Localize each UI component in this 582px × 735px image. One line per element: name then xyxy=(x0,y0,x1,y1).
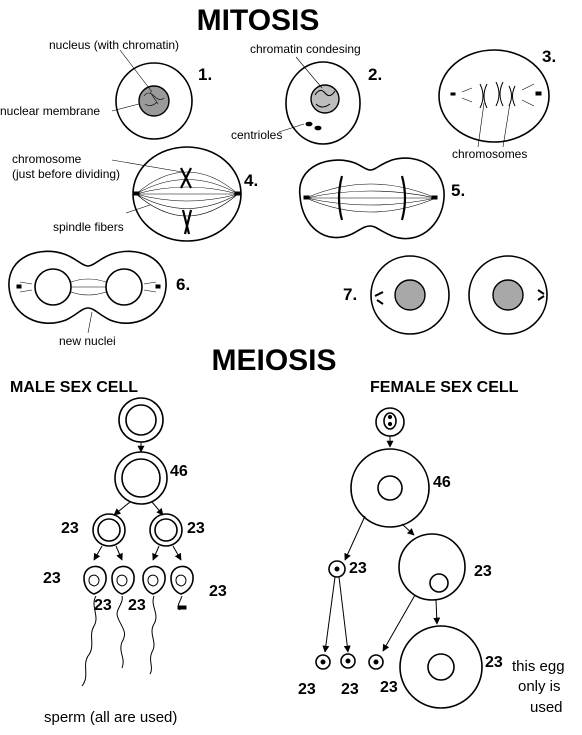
female-46-cell xyxy=(350,448,430,528)
spermatid xyxy=(111,565,135,669)
nucleus xyxy=(310,84,340,114)
chromosome-pointer xyxy=(502,102,511,148)
dividing-chromosomes xyxy=(180,167,193,235)
centrioles xyxy=(374,289,545,305)
chromatin xyxy=(143,91,165,106)
male-heading: MALE SEX CELL xyxy=(10,379,138,396)
female-23-cell xyxy=(398,533,466,601)
new-nucleus xyxy=(105,268,143,306)
step-number: 5. xyxy=(451,181,465,200)
chromosome-pointer xyxy=(477,102,485,148)
nucleus xyxy=(394,279,426,311)
chromatin-pointer xyxy=(295,56,323,89)
mitosis-step-4: 4. chromosome (just before dividing) spi… xyxy=(12,146,258,242)
egg-cell xyxy=(399,625,483,709)
female-heading: FEMALE SEX CELL xyxy=(370,379,519,396)
egg-note-line1: this egg xyxy=(512,658,565,675)
male-46-cell xyxy=(114,451,168,505)
cell-body xyxy=(115,62,193,140)
mitosis-step-7: 7. xyxy=(343,255,548,335)
egg-note-line3: used xyxy=(530,699,563,716)
mitosis-step-5: 5. xyxy=(299,157,465,240)
nucleus xyxy=(138,85,170,117)
label-chromosome: chromosome xyxy=(12,152,82,166)
centriole xyxy=(305,121,313,127)
female-count-23: 23 xyxy=(341,681,359,698)
chromosome-pointer xyxy=(111,159,183,173)
label-nuclear-membrane: nuclear membrane xyxy=(0,104,100,118)
mitosis-step-2: 2. chromatin condesing centrioles xyxy=(231,42,382,145)
mitosis-title: MITOSIS xyxy=(197,4,320,37)
label-centrioles: centrioles xyxy=(231,128,282,142)
male-count-23: 23 xyxy=(61,520,79,537)
male-count-23: 23 xyxy=(128,597,146,614)
cell-body xyxy=(8,250,167,324)
male-count-23: 23 xyxy=(43,570,61,587)
female-count-23: 23 xyxy=(474,563,492,580)
nucleus xyxy=(492,279,524,311)
cell-body xyxy=(132,146,242,242)
label-chromatin-condensing: chromatin condesing xyxy=(250,42,361,56)
step-number: 2. xyxy=(368,65,382,84)
membrane-pointer xyxy=(111,103,140,112)
label-chromosome-note: (just before dividing) xyxy=(12,167,120,181)
step-number: 6. xyxy=(176,275,190,294)
nucleus-pointer xyxy=(119,49,153,93)
mitosis-step-6: 6. new nuclei xyxy=(8,250,190,348)
step-number: 7. xyxy=(343,285,357,304)
male-count-23: 23 xyxy=(209,583,227,600)
spindle-fibers xyxy=(305,183,437,213)
mitosis-step-1: 1. nucleus (with chromatin) nuclear memb… xyxy=(0,38,212,140)
new-nucleus xyxy=(34,268,72,306)
step-number: 1. xyxy=(198,65,212,84)
label-chromosomes: chromosomes xyxy=(452,147,527,161)
male-sex-cell-diagram: MALE SEX CELL 46 23 23 xyxy=(10,379,227,726)
female-count-23: 23 xyxy=(485,654,503,671)
female-count-23: 23 xyxy=(349,560,367,577)
label-nucleus: nucleus (with chromatin) xyxy=(49,38,179,52)
polar-body xyxy=(328,560,346,578)
step-number: 4. xyxy=(244,171,258,190)
meiosis-title: MEIOSIS xyxy=(211,344,336,377)
centrioles-pointer xyxy=(278,123,305,133)
polar-body xyxy=(340,653,356,669)
label-new-nuclei: new nuclei xyxy=(59,334,116,348)
polar-body xyxy=(315,654,331,670)
female-count-46: 46 xyxy=(433,474,451,491)
label-spindle-fibers: spindle fibers xyxy=(53,220,124,234)
spermatid xyxy=(81,565,107,687)
cell-body xyxy=(299,157,445,240)
cell-body xyxy=(285,61,361,145)
centriole xyxy=(314,125,322,131)
male-caption: sperm (all are used) xyxy=(44,709,177,726)
spindle-start xyxy=(461,83,535,107)
separated-chromosomes xyxy=(337,175,407,221)
daughter-cell xyxy=(370,255,450,335)
step-number: 3. xyxy=(542,47,556,66)
egg-note-line2: only is xyxy=(518,678,561,695)
remaining-fibers xyxy=(19,278,157,296)
male-23-cell xyxy=(92,513,126,547)
new-nuclei-pointer xyxy=(87,311,93,334)
cell-body xyxy=(438,49,550,143)
daughter-cell xyxy=(468,255,548,335)
male-count-46: 46 xyxy=(170,463,188,480)
spermatid xyxy=(142,565,166,675)
female-count-23: 23 xyxy=(298,681,316,698)
female-sex-cell-diagram: FEMALE SEX CELL 46 23 23 23 23 23 23 xyxy=(298,379,565,716)
mitosis-step-3: 3. chromosomes xyxy=(438,47,556,161)
female-count-23: 23 xyxy=(380,679,398,696)
polar-body xyxy=(368,654,384,670)
condensing-chromatin xyxy=(314,89,336,108)
chromosomes xyxy=(479,81,516,109)
male-23-cell xyxy=(149,513,183,547)
spindle-pointer xyxy=(125,204,151,214)
male-count-23: 23 xyxy=(94,597,112,614)
spermatid xyxy=(170,565,194,611)
male-count-23: 23 xyxy=(187,520,205,537)
